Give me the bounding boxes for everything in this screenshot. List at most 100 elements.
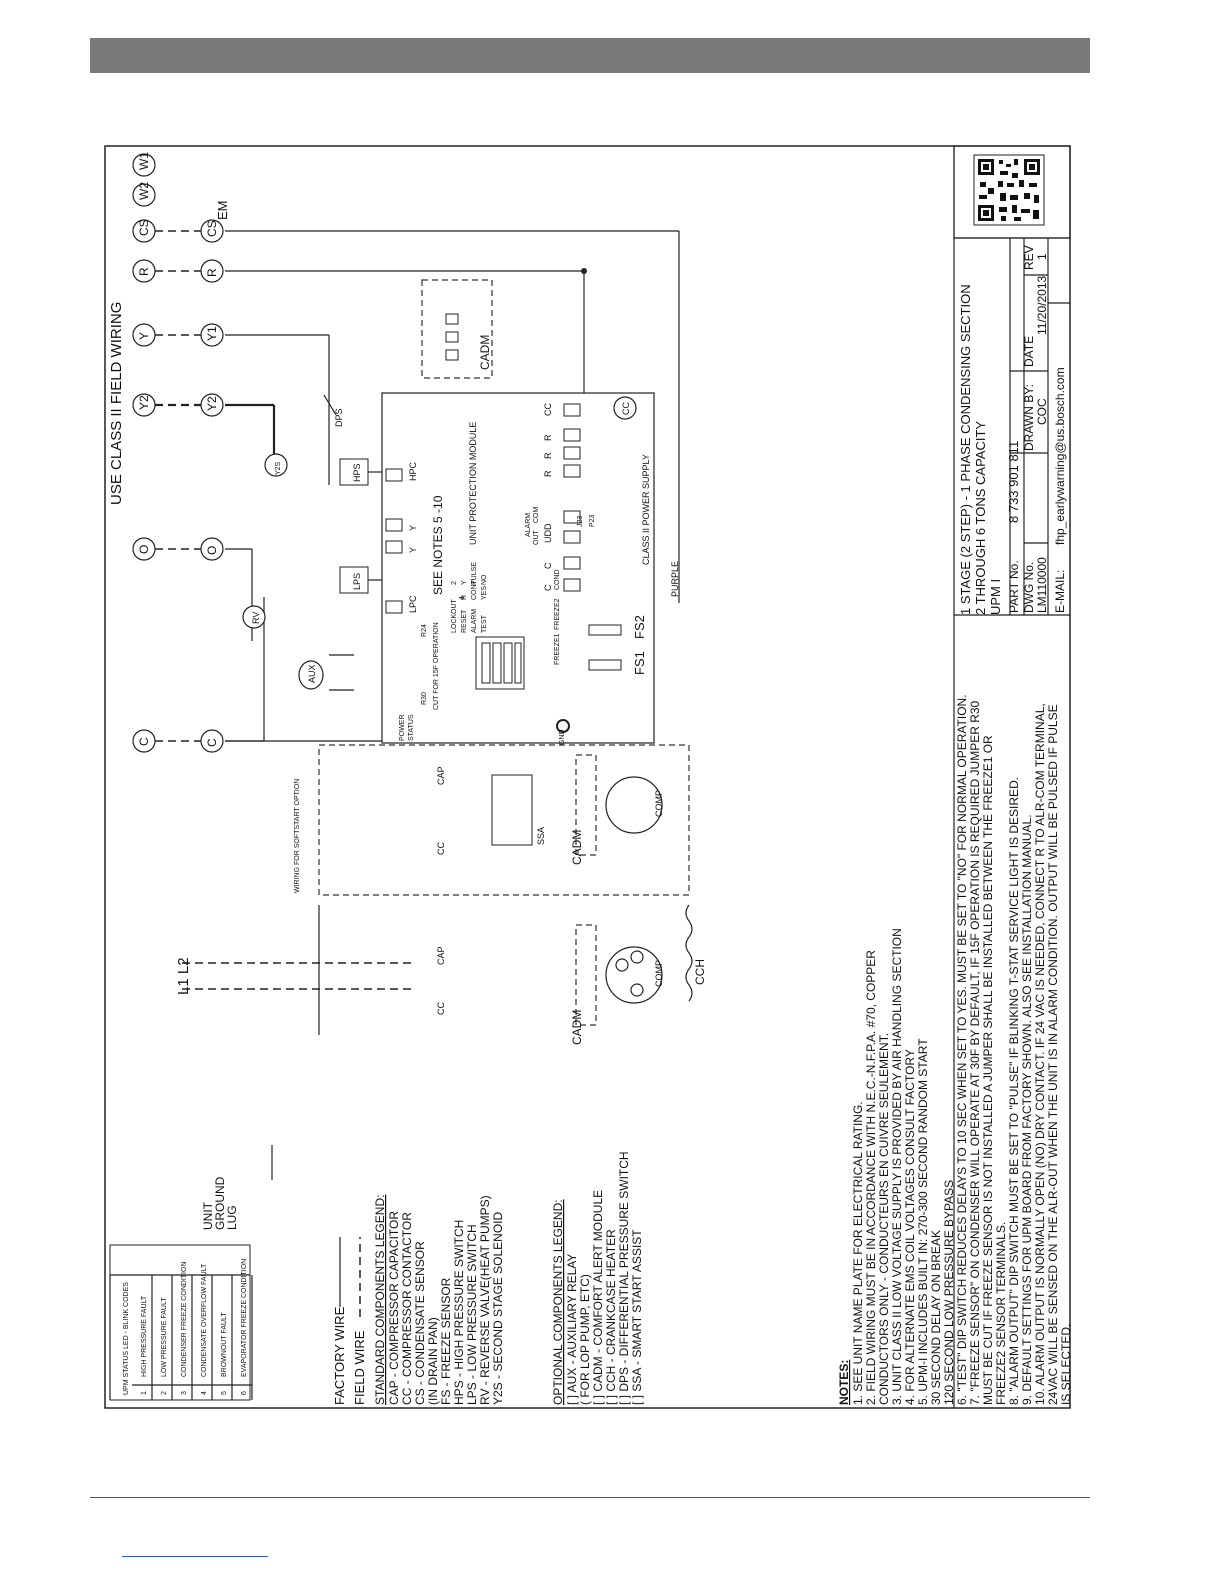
blink-code-label: BROWNOUT FAULT	[221, 1312, 228, 1377]
upm-terminal-label: HPC	[408, 461, 418, 481]
upm-terminal[interactable]	[563, 530, 581, 544]
upm-terminal-label: C	[543, 584, 553, 591]
terminal-bottom-label: CS	[205, 220, 219, 237]
ground-lug: UNIT GROUND LUG	[201, 1176, 239, 1230]
upm-terminal-label: Y	[408, 547, 418, 553]
dip-value-label-alt: NO	[481, 574, 488, 585]
drawn-by: COC	[1035, 398, 1049, 425]
lps-switch: LPS	[339, 566, 369, 594]
optional-legend-item: [ ] AUX - AUXILIARY RELAY	[565, 1254, 579, 1405]
note-line: 120 SECOND LOW PRESSURE BYPASS	[942, 1180, 956, 1405]
part-no-label: PART No.	[1007, 560, 1021, 613]
ssa-label: SSA	[536, 827, 546, 845]
sheet-border	[104, 145, 1071, 1409]
cadm-softstart-label: CADM	[570, 830, 584, 865]
terminal-top-label: R	[137, 267, 151, 276]
terminal-top-label: Y2	[137, 395, 151, 410]
lps-label: LPS	[352, 573, 362, 590]
hps-switch: HPS	[339, 458, 369, 486]
rv-coil: RV	[242, 605, 266, 629]
alarm-label: ALARM	[525, 513, 532, 537]
title-line-1: 1 STAGE (2 STEP) - 1 PHASE CONDENSING SE…	[958, 284, 973, 615]
dip-value-label-alt: 2	[451, 581, 458, 585]
field-wire-label: FIELD WIRE	[352, 1330, 367, 1405]
cadm-upper-label: CADM	[478, 335, 492, 370]
upm-terminal-label: R	[543, 434, 553, 441]
softstart-label: WIRING FOR SOFTSTART OPTION	[294, 779, 301, 893]
hps-label: HPS	[352, 463, 362, 482]
note-line: MUST BE CUT IF FREEZE SENSOR IS NOT INST…	[981, 735, 995, 1405]
cch-label: CCH	[693, 959, 707, 985]
note-line: 6. "TEST" DIP SWITCH REDUCES DELAYS TO 1…	[955, 694, 969, 1405]
terminal-top-label: CS	[137, 219, 151, 236]
p23-label: P23	[589, 514, 596, 527]
upm-terminal[interactable]	[385, 600, 403, 614]
footer-rule	[90, 1497, 1090, 1498]
terminal-top-label: O	[137, 545, 151, 554]
blink-code-label: EVAPORATOR FREEZE CONDITION	[241, 1259, 248, 1377]
standard-legend-item: Y2S - SECOND STAGE SOLENOID	[491, 1212, 505, 1405]
cut-15f-label: CUT FOR 15F OPERATION	[433, 622, 440, 710]
blink-code-number: 6	[241, 1391, 248, 1395]
aux-relay: AUX	[298, 654, 354, 691]
field-wiring-title: USE CLASS II FIELD WIRING	[108, 302, 125, 505]
terminal-top-label: Y	[137, 332, 151, 340]
title-block: 1 STAGE (2 STEP) - 1 PHASE CONDENSING SE…	[953, 145, 1071, 1408]
upm-terminal-label: Y	[408, 525, 418, 531]
note-line: 8. "ALARM OUTPUT" DIP SWITCH MUST BE SET…	[1007, 777, 1021, 1405]
dip-value-label-alt: PULSE	[471, 562, 478, 585]
dps-switch: DPS	[323, 394, 344, 427]
upm-title: UNIT PROTECTION MODULE	[468, 422, 478, 545]
wiring-diagram: 1 STAGE (2 STEP) - 1 PHASE CONDENSING SE…	[104, 145, 1086, 1409]
upm-terminal[interactable]	[563, 403, 581, 417]
upm-terminal[interactable]	[563, 578, 581, 592]
terminal-bottom-label: Y2	[205, 396, 219, 411]
upm-terminal[interactable]	[563, 510, 581, 524]
cc-coil: CC	[613, 396, 637, 420]
dip-value-label-alt: Y	[461, 580, 468, 585]
power-supply-label: CLASS II POWER SUPPLY	[641, 454, 651, 565]
note-line: 30 SECOND DELAY ON BREAK	[929, 1230, 943, 1405]
r24-label: R24	[421, 624, 428, 637]
freeze2-label: FREEZE2	[554, 598, 561, 630]
aux-label: AUX	[307, 664, 317, 683]
terminal-top[interactable]	[132, 183, 156, 207]
terminal-top[interactable]	[132, 153, 156, 177]
cadm-module-upper: CADM	[421, 279, 493, 379]
blink-code-number: 5	[221, 1391, 228, 1395]
dip-switch-label: LOCKOUT	[451, 598, 458, 633]
upm-terminal[interactable]	[385, 468, 403, 482]
rev-label: REV	[1022, 245, 1036, 270]
upm-terminal[interactable]	[385, 540, 403, 554]
upm-terminal[interactable]	[563, 556, 581, 570]
standard-legend-item: CC - COMPRESSOR CONTACTOR	[400, 1212, 414, 1405]
note-line: 4. FOR ALTERNATE EMS COIL VOLTAGES CONSU…	[903, 1049, 917, 1405]
cond-label: COND	[554, 569, 561, 590]
terminal-bottom-label: C	[205, 738, 219, 747]
note-line: CONDUCTORS ONLY - CONDUCTEURS EN CUIVRE …	[877, 1033, 891, 1405]
upm-terminal[interactable]	[563, 428, 581, 442]
legend-block: FACTORY WIRE FIELD WIRE STANDARD COMPONE…	[332, 1151, 644, 1405]
optional-legend-item: [ ] CCH - CRANKCASE HEATER	[604, 1229, 618, 1405]
qr-code	[973, 154, 1045, 226]
standard-legend-item: HPS - HIGH PRESSURE SWITCH	[452, 1220, 466, 1405]
email-label: E-MAIL:	[1053, 570, 1067, 613]
blink-code-number: 2	[161, 1391, 168, 1395]
standard-legend-item: RV - REVERSE VALVE(HEAT PUMPS)	[478, 1195, 492, 1405]
upm-terminal[interactable]	[563, 446, 581, 460]
standard-legend-item: (IN DRAIN PAN)	[426, 1317, 440, 1405]
dwg-no: LM110000	[1035, 557, 1049, 613]
upm-terminal[interactable]	[385, 518, 403, 532]
dps-label: DPS	[334, 408, 344, 427]
standard-legend-item: LPS - LOW PRESSURE SWITCH	[465, 1224, 479, 1405]
upm-terminal[interactable]	[563, 464, 581, 478]
blink-code-number: 1	[141, 1391, 148, 1395]
upm-terminal-label: LPC	[408, 595, 418, 613]
note-line: IS SELECTED.	[1059, 1324, 1072, 1405]
email[interactable]: fhp_earlywarning@us.bosch.com	[1053, 367, 1067, 545]
power-label: POWER	[399, 715, 406, 741]
terminal-bottom-label: R	[205, 268, 219, 277]
optional-legend-item: ( FOR LOP PUMP, ETC)	[578, 1274, 592, 1405]
